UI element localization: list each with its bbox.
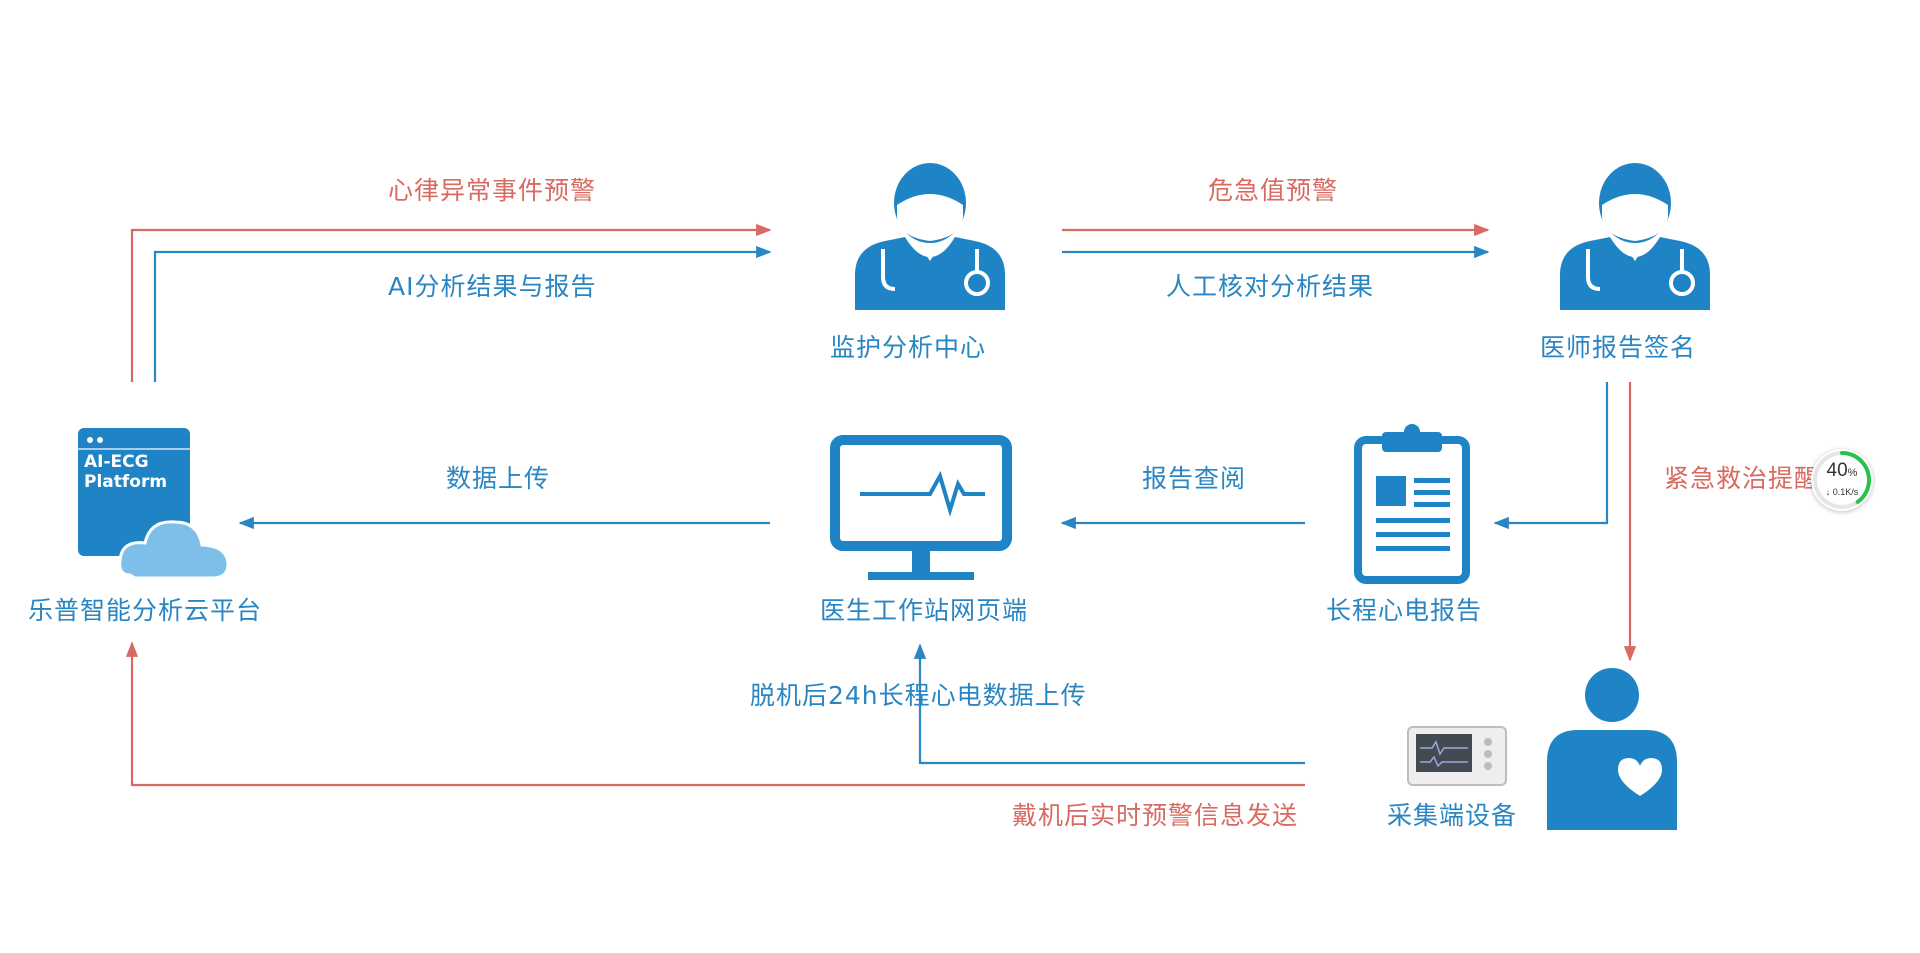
- node-doctor-signature: 医师报告签名: [1540, 333, 1697, 362]
- label-emergency-reminder: 紧急救治提醒: [1664, 464, 1821, 493]
- label-ai-report: AI分析结果与报告: [388, 272, 597, 301]
- node-workstation-web: 医生工作站网页端: [820, 596, 1029, 625]
- progress-ring-icon: [1813, 451, 1871, 509]
- arrow-offline-upload: [913, 643, 1305, 765]
- label-realtime-send: 戴机后实时预警信息发送: [1012, 801, 1299, 830]
- label-critical-alert: 危急值预警: [1208, 176, 1339, 205]
- monitor-ecg-icon: [830, 435, 1012, 580]
- arrow-realtime-send: [125, 641, 1305, 787]
- widget-percent: 40%: [1826, 460, 1858, 481]
- doctor-icon: [855, 163, 1005, 310]
- patient-heart-icon: [1547, 668, 1677, 830]
- platform-title-line2: Platform: [84, 472, 168, 492]
- label-manual-verify: 人工核对分析结果: [1166, 272, 1375, 301]
- node-cloud-platform: 乐普智能分析云平台: [28, 596, 263, 625]
- arrow-arrhythmia-alert: [130, 223, 772, 382]
- clipboard-report-icon: [1354, 424, 1470, 584]
- node-monitoring-center: 监护分析中心: [830, 333, 987, 362]
- platform-title-line1: AI-ECG: [84, 452, 149, 472]
- label-arrhythmia-alert: 心律异常事件预警: [388, 176, 597, 205]
- cloud-platform-icon: [78, 428, 230, 580]
- node-longterm-report: 长程心电报告: [1326, 596, 1483, 625]
- label-offline-upload: 脱机后24h长程心电数据上传: [750, 681, 1087, 710]
- doctor-icon: [1560, 163, 1710, 310]
- connectors: [125, 223, 1637, 787]
- ecg-device-icon: [1407, 726, 1507, 786]
- network-speed-widget[interactable]: 40% ↓ 0.1K/s: [1811, 449, 1873, 511]
- widget-speed: ↓ 0.1K/s: [1825, 487, 1859, 497]
- arrow-doctor-to-report: [1493, 382, 1609, 530]
- label-report-view: 报告查阅: [1142, 464, 1247, 493]
- node-collection-device: 采集端设备: [1387, 801, 1518, 830]
- arrow-ai-report: [153, 245, 772, 382]
- label-data-upload: 数据上传: [446, 464, 551, 493]
